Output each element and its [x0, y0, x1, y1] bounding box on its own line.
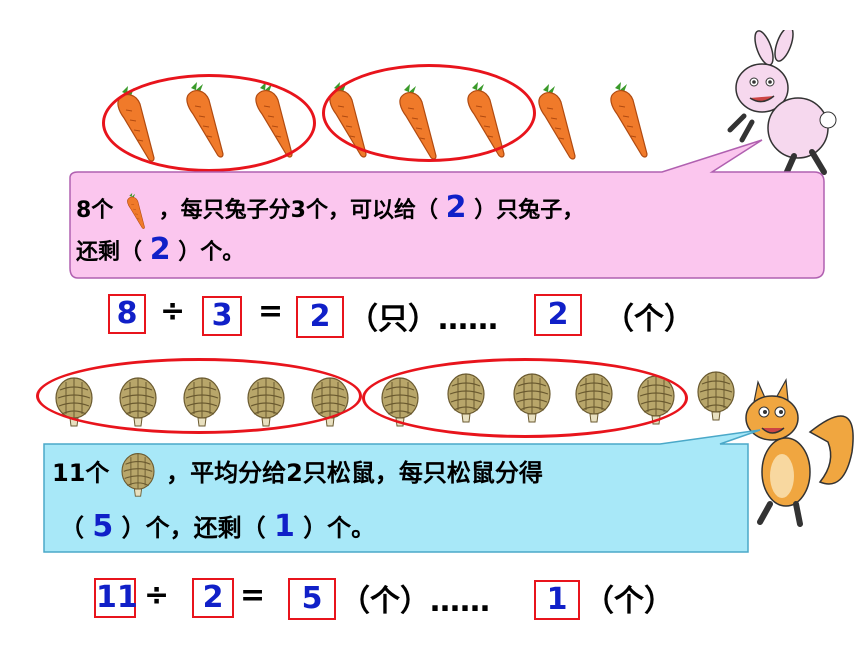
problem2-line1: 11个 ，平均分给2只松鼠，每只松鼠分得	[52, 450, 543, 498]
problem1-line2: 还剩（ 2 ）个。	[76, 232, 244, 267]
eq2-divide: ÷	[144, 578, 170, 613]
answer-rabbits: 2	[445, 190, 467, 225]
answer-left-carrots: 2	[149, 232, 171, 267]
problem1-part4: 还剩（	[76, 240, 143, 265]
speech-bubble-pink	[69, 139, 825, 279]
eq2-unit1: （个）……	[340, 584, 490, 619]
group-circle	[36, 358, 362, 434]
eq2-equals: =	[240, 578, 266, 613]
eq1-quotient: 2	[296, 296, 344, 338]
eq2-remainder: 1	[534, 580, 580, 620]
problem1-part5: ）个。	[178, 240, 245, 265]
eq1-dividend: 8	[108, 294, 146, 334]
speech-bubble-blue	[43, 429, 761, 553]
pinecone-icon	[121, 453, 155, 497]
problem1-part2: ，每只兔子分3个，可以给（	[158, 198, 438, 223]
answer-left-cones: 1	[273, 509, 295, 544]
problem1-part1: 8个	[76, 198, 114, 223]
group-circle	[102, 74, 316, 172]
eq1-remainder: 2	[534, 294, 582, 336]
problem2-part1: 11个	[52, 459, 110, 487]
squirrel-illustration	[745, 378, 854, 527]
eq2-dividend: 11	[94, 578, 138, 618]
group-circle	[322, 64, 536, 162]
eq1-unit1: （只）……	[348, 302, 498, 337]
problem2-part4: ）个，还剩（	[121, 514, 266, 542]
eq1-divisor: 3	[202, 296, 242, 336]
eq1-equals: =	[258, 294, 284, 329]
group-circle	[362, 358, 688, 438]
problem2-part2: ，平均分给2只松鼠，每只松鼠分得	[166, 459, 543, 487]
eq1-divide: ÷	[160, 294, 186, 329]
problem2-part5: ）个。	[303, 514, 376, 542]
problem1-part3: ）只兔子，	[474, 198, 585, 223]
eq2-divisor: 2	[192, 578, 234, 618]
problem1-line1: 8个 ，每只兔子分3个，可以给（ 2 ）只兔子，	[76, 190, 584, 230]
rabbit-illustration	[727, 30, 837, 177]
pinecone-icon	[697, 371, 735, 421]
carrot-icon	[127, 192, 145, 229]
answer-per-squirrel: 5	[92, 509, 114, 544]
eq1-unit2: （个）	[604, 302, 694, 337]
eq2-quotient: 5	[288, 578, 336, 620]
problem2-line2: （ 5 ）个，还剩（ 1 ）个。	[60, 508, 375, 544]
problem2-part3: （	[60, 514, 84, 542]
eq2-unit2: （个）	[584, 584, 674, 619]
